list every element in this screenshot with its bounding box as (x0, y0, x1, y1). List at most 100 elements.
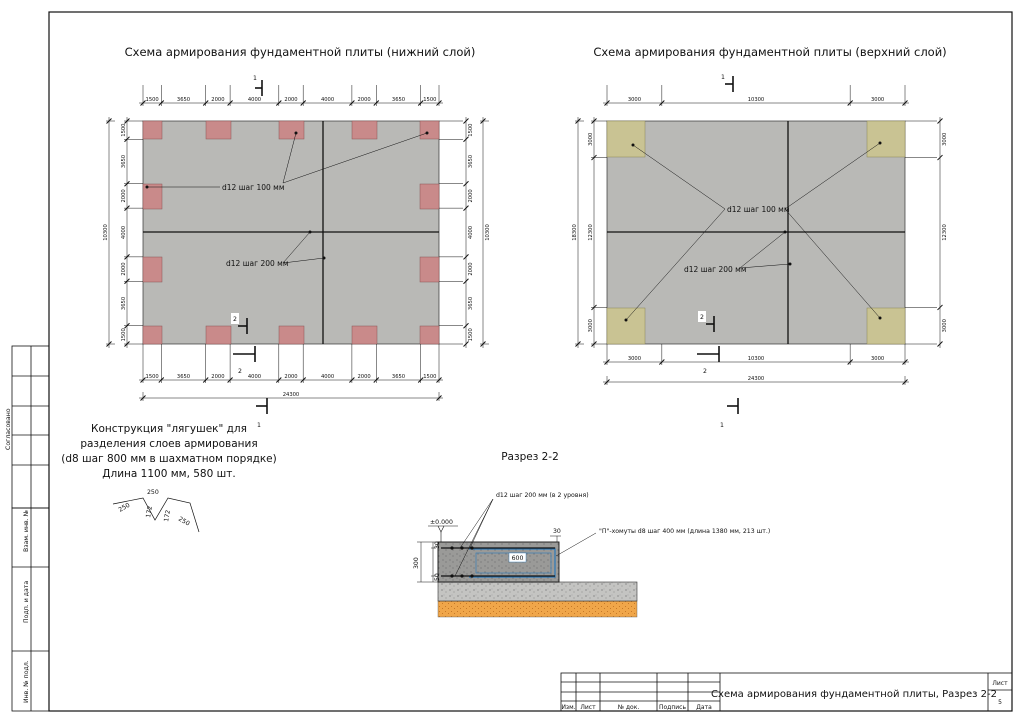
lower-left-dim-tick (124, 118, 130, 124)
lower-left-dim-value: 2000 (121, 262, 127, 275)
lower-top-dim-tick (373, 100, 380, 106)
section-height: 300 (413, 557, 420, 569)
lower-bottom-dim-tick (436, 377, 442, 383)
lower-right-dim-value: 2000 (468, 262, 474, 275)
lower-overall-height-right-tick (480, 118, 486, 124)
stamp-col-list: Лист (580, 704, 596, 711)
lower-top-dim-tick (158, 100, 165, 106)
section-sand-layer (437, 600, 638, 618)
lower-top-dim-tick (227, 100, 233, 106)
upper-right-dim-value: 3000 (942, 133, 948, 146)
lower-right-dim-tick (463, 278, 469, 285)
lower-bottom-dim-tick (349, 377, 355, 383)
upper-right-dim-tick (937, 118, 943, 124)
frog-dim-c: 172 (145, 505, 154, 518)
section-cover-top: 30 (434, 541, 441, 549)
lower-top-dim-tick (417, 100, 424, 106)
lower-top-dim-value: 1500 (146, 97, 159, 103)
upper-left-dim-tick (591, 304, 597, 311)
lower-bottom-dim-value: 1500 (146, 374, 159, 380)
lower-top-dim-tick (202, 100, 209, 106)
lower-left-dim-value: 4000 (121, 226, 127, 239)
upper-left-dim-value: 3000 (588, 319, 594, 332)
lower-left-dim-tick (124, 322, 130, 329)
lower-bottom-dim-tick (300, 377, 307, 383)
lower-right-dim-value: 4000 (468, 226, 474, 239)
upper-overall-width-tick (902, 379, 908, 385)
lower-top-dim-tick (349, 100, 355, 106)
upper-zones (606, 120, 906, 345)
side-strip (11, 345, 50, 712)
title-upper-layer: Схема армирования фундаментной плиты (ве… (593, 45, 946, 59)
frogs-note-line-4: Длина 1100 мм, 580 шт. (102, 468, 235, 480)
lower-right-dim-tick (463, 205, 469, 211)
lower-left-dim-tick (124, 254, 130, 260)
lower-bottom-dim-tick (373, 377, 380, 383)
stamp-col-izm: Изм. (561, 704, 575, 711)
section-clamp-label: "П"-хомуты d8 шаг 400 мм (длина 1380 мм,… (599, 528, 770, 535)
lower-top-dim-tick (275, 100, 282, 106)
upper-cut-2-bottom: 2 (703, 368, 707, 375)
upper-overall-height-value: 18300 (572, 224, 578, 241)
side-label-replace: Взам. инв. № (23, 510, 30, 552)
upper-left-dim-value: 12300 (588, 224, 594, 241)
lower-left-dim-tick (124, 341, 130, 347)
lower-left-dim-value: 3650 (121, 297, 127, 310)
lower-top-dim-value: 1500 (423, 97, 436, 103)
lower-bottom-dim-value: 2000 (284, 374, 297, 380)
lower-cut-2-left: 2 (233, 316, 237, 323)
upper-left-dim-value: 3000 (588, 133, 594, 146)
lower-left-dim-tick (124, 180, 130, 187)
side-label-inv: Инв. № подл. (23, 660, 30, 703)
lower-right-dim-tick (463, 322, 469, 329)
lower-cut-1-bottom: 1 (257, 422, 261, 429)
lower-label-main-rebar: d12 шаг 200 мм (226, 259, 289, 268)
lower-bottom-dim-value: 2000 (211, 374, 224, 380)
frogs-note-line-3: (d8 шаг 800 мм в шахматном порядке) (61, 453, 276, 465)
stamp-sheet-label: Лист (992, 680, 1008, 687)
lower-bottom-dim-tick (275, 377, 282, 383)
lower-top-dim-value: 2000 (357, 97, 370, 103)
upper-right-dim-value: 12300 (942, 224, 948, 241)
lower-overall-width-tick (436, 395, 442, 401)
upper-top-dim-tick (847, 100, 854, 106)
stamp-col-sign: Подпись (659, 704, 686, 711)
lower-bottom-dim-tick (158, 377, 165, 383)
section-concrete-prep (437, 581, 638, 602)
lower-bottom-dim-tick (202, 377, 209, 383)
frog-dim-b: 250 (147, 489, 159, 496)
lower-bottom-dim-tick (417, 377, 424, 383)
lower-top-dim-value: 4000 (321, 97, 334, 103)
lower-bottom-dim-value: 4000 (248, 374, 261, 380)
lower-top-dim-value: 2000 (284, 97, 297, 103)
upper-left-dim-tick (591, 154, 597, 161)
upper-top-dim-tick (604, 100, 610, 106)
lower-right-dim-tick (463, 136, 469, 143)
upper-bottom-dim-tick (847, 359, 854, 365)
upper-bottom-dim-tick (604, 359, 610, 365)
section-clamp (469, 548, 556, 578)
lower-bottom-dim-tick (227, 377, 233, 383)
frog-dim-d: 172 (163, 509, 172, 522)
lower-zones (142, 120, 440, 345)
upper-label-main-rebar: d12 шаг 200 мм (684, 265, 747, 274)
lower-bottom-dim-value: 2000 (357, 374, 370, 380)
side-label-sign: Подп. и дата (23, 581, 30, 623)
lower-right-dim-value: 1500 (468, 328, 474, 341)
upper-right-dim-tick (937, 154, 943, 161)
upper-overall-height-tick (575, 341, 581, 347)
lower-bottom-dim-value: 4000 (321, 374, 334, 380)
section-title: Разрез 2-2 (501, 451, 559, 463)
lower-top-dim-tick (300, 100, 307, 106)
upper-overall-width-tick (604, 379, 610, 385)
upper-right-dim-tick (937, 304, 943, 311)
lower-overall-height-tick (106, 341, 112, 347)
lower-bottom-dim-tick (140, 377, 146, 383)
upper-left-dim-tick (591, 341, 597, 347)
lower-right-dim-tick (463, 180, 469, 187)
frogs-note-line-2: разделения слоев армирования (80, 438, 257, 450)
